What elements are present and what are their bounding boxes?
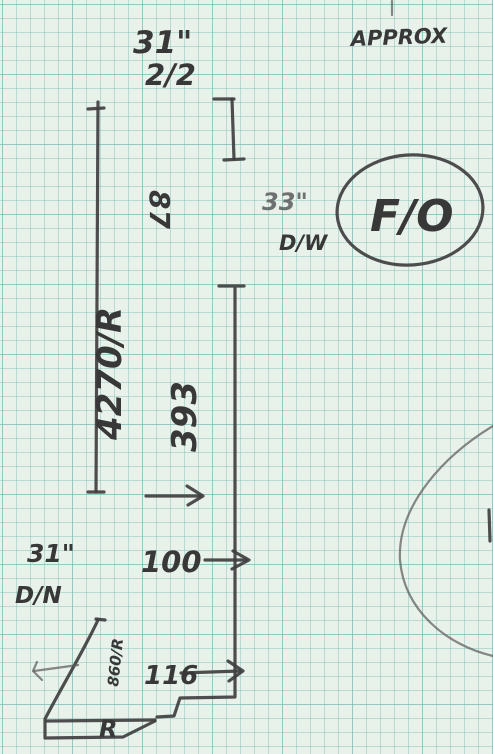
lower-direction-label: D/N <box>15 583 62 609</box>
diagonal-measure-line <box>32 663 80 673</box>
circled-annotation-outline <box>335 153 485 267</box>
arrow-to-right-wall-upper-head <box>185 484 205 507</box>
left-wall-line <box>94 100 100 494</box>
measure-116-label: 116 <box>144 661 198 691</box>
arrow-116-line <box>179 669 242 675</box>
right-edge-curved-shape <box>398 424 493 658</box>
right-edge-short-mark <box>487 508 492 543</box>
arrow-116-head <box>226 659 245 683</box>
lower-width-label: 31" <box>27 539 75 568</box>
arrow-100-head <box>230 549 251 571</box>
vertical-total-label: 4270/R <box>90 307 130 441</box>
top-fraction-label: 2/2 <box>145 58 196 92</box>
lower-left-angled-wall <box>43 618 157 740</box>
circled-code-label: F/O <box>370 191 454 242</box>
approx-label: APPROX <box>348 24 449 51</box>
left-wall-top-tick <box>86 106 106 111</box>
door-size-label: 33" <box>262 188 308 216</box>
door-direction-label: D/W <box>279 231 328 255</box>
diagonal-measure-arrowhead <box>31 660 44 682</box>
upper-right-wall-bottom-tick <box>222 157 246 162</box>
left-measure-label: 87 <box>143 190 176 229</box>
corner-mark-label: R <box>99 715 117 743</box>
top-width-label: 31" <box>133 25 192 61</box>
measure-100-label: 100 <box>141 545 202 579</box>
main-right-wall-line <box>155 284 246 719</box>
right-measure-label: 393 <box>165 381 205 452</box>
upper-right-wall-line <box>230 97 236 161</box>
lower-bottom-inner-wall <box>45 718 157 723</box>
small-note-label: 860/R <box>104 637 127 687</box>
